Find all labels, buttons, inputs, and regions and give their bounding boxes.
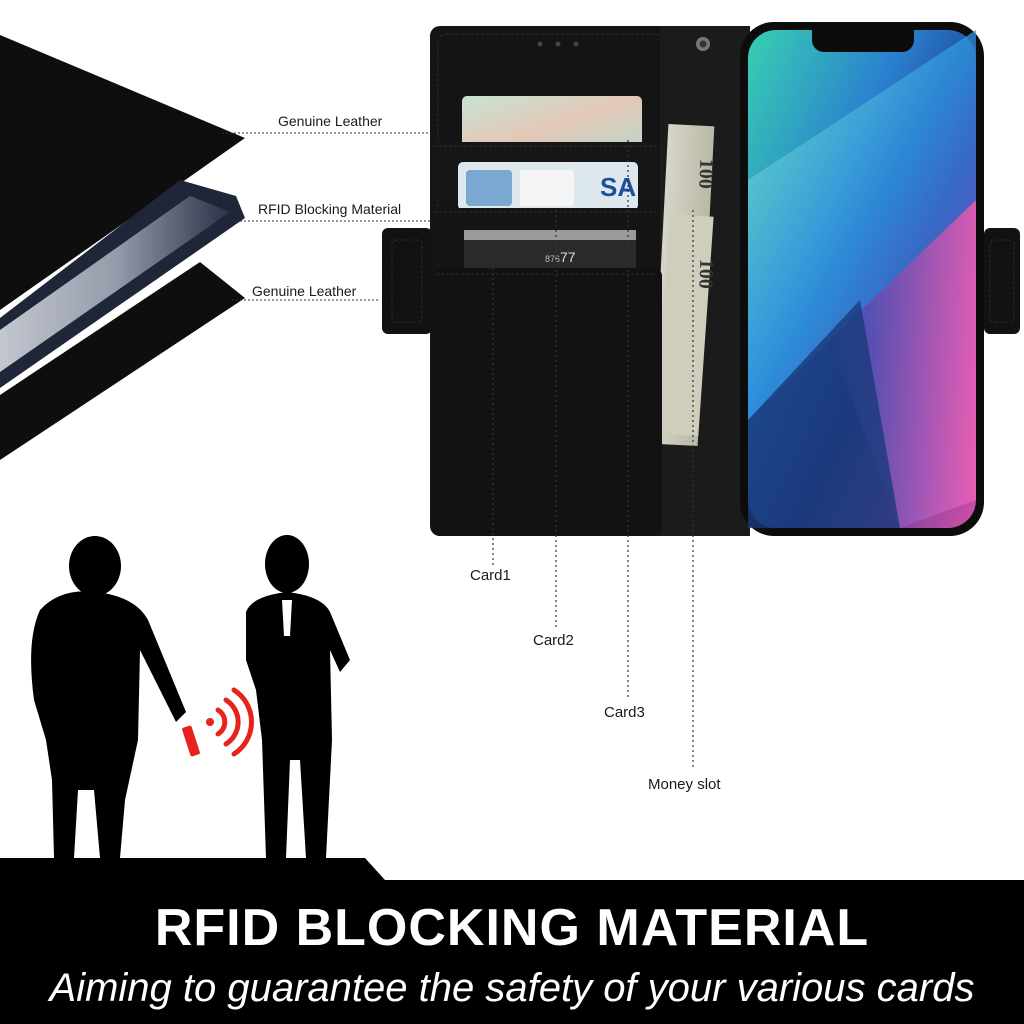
svg-text:876: 876: [545, 254, 560, 264]
slot-label-card1: Card1: [470, 567, 511, 584]
layer-label-bottom: Genuine Leather: [252, 283, 357, 299]
ground: [0, 858, 385, 880]
material-layers: [0, 35, 245, 460]
wallet-case: 100 100 SA 77 876: [382, 26, 750, 536]
svg-text:77: 77: [560, 249, 576, 265]
slot-label-money: Money slot: [648, 776, 721, 793]
svg-text:SA: SA: [600, 172, 636, 202]
banner-subtitle: Aiming to guarantee the safety of your v…: [49, 966, 975, 1010]
phone-in-hand: [182, 725, 200, 757]
card-top: [462, 96, 642, 156]
thief-silhouette-icon: [31, 536, 186, 858]
layer-label-rfid: RFID Blocking Material: [258, 201, 402, 217]
businessman-silhouette-icon: [246, 535, 350, 858]
slot-label-card2: Card2: [533, 632, 574, 649]
leather-layer-bottom: [0, 262, 245, 460]
banner-title: RFID BLOCKING MATERIAL: [154, 899, 870, 957]
svg-text:100: 100: [694, 258, 717, 289]
slot-label-card3: Card3: [604, 704, 645, 721]
layer-leaders: [222, 132, 436, 301]
phone: [740, 22, 1020, 536]
layer-label-top: Genuine Leather: [278, 113, 383, 129]
leather-layer-top: [0, 35, 245, 310]
rfid-signal-icon: [206, 687, 254, 757]
banner: [0, 880, 1024, 1024]
svg-text:100: 100: [694, 158, 717, 189]
money-bills: 100 100: [651, 124, 717, 446]
slot-leaders: [492, 140, 694, 770]
